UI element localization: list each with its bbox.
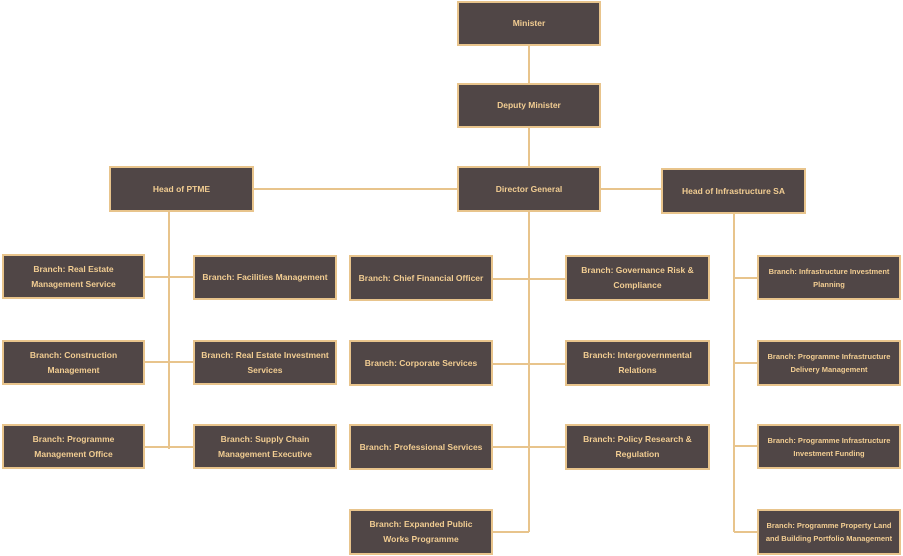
- node-infra-branch: Branch: Programme Property Land and Buil…: [757, 509, 901, 555]
- node-minister: Minister: [457, 1, 601, 46]
- node-infra-branch: Branch: Infrastructure Investment Planni…: [757, 255, 901, 300]
- node-ptme-branch: Branch: Construction Management: [2, 340, 145, 385]
- node-infra-branch: Branch: Programme Infrastructure Investm…: [757, 424, 901, 469]
- node-head-ptme: Head of PTME: [109, 166, 254, 212]
- node-ptme-branch: Branch: Real Estate Investment Services: [193, 340, 337, 385]
- node-ptme-branch: Branch: Supply Chain Management Executiv…: [193, 424, 337, 469]
- node-infra-branch: Branch: Programme Infrastructure Deliver…: [757, 340, 901, 386]
- node-deputy-minister: Deputy Minister: [457, 83, 601, 128]
- node-dg-branch: Branch: Expanded Public Works Programme: [349, 509, 493, 555]
- node-dg-branch: Branch: Corporate Services: [349, 340, 493, 386]
- node-ptme-branch: Branch: Facilities Management: [193, 255, 337, 300]
- node-dg-branch: Branch: Professional Services: [349, 424, 493, 470]
- node-dg-branch: Branch: Intergovernmental Relations: [565, 340, 710, 386]
- node-ptme-branch: Branch: Programme Management Office: [2, 424, 145, 469]
- node-dg-branch: Branch: Governance Risk & Compliance: [565, 255, 710, 301]
- node-ptme-branch: Branch: Real Estate Management Service: [2, 254, 145, 299]
- node-director-general: Director General: [457, 166, 601, 212]
- node-dg-branch: Branch: Chief Financial Officer: [349, 255, 493, 301]
- node-head-infrastructure: Head of Infrastructure SA: [661, 168, 806, 214]
- node-dg-branch: Branch: Policy Research & Regulation: [565, 424, 710, 470]
